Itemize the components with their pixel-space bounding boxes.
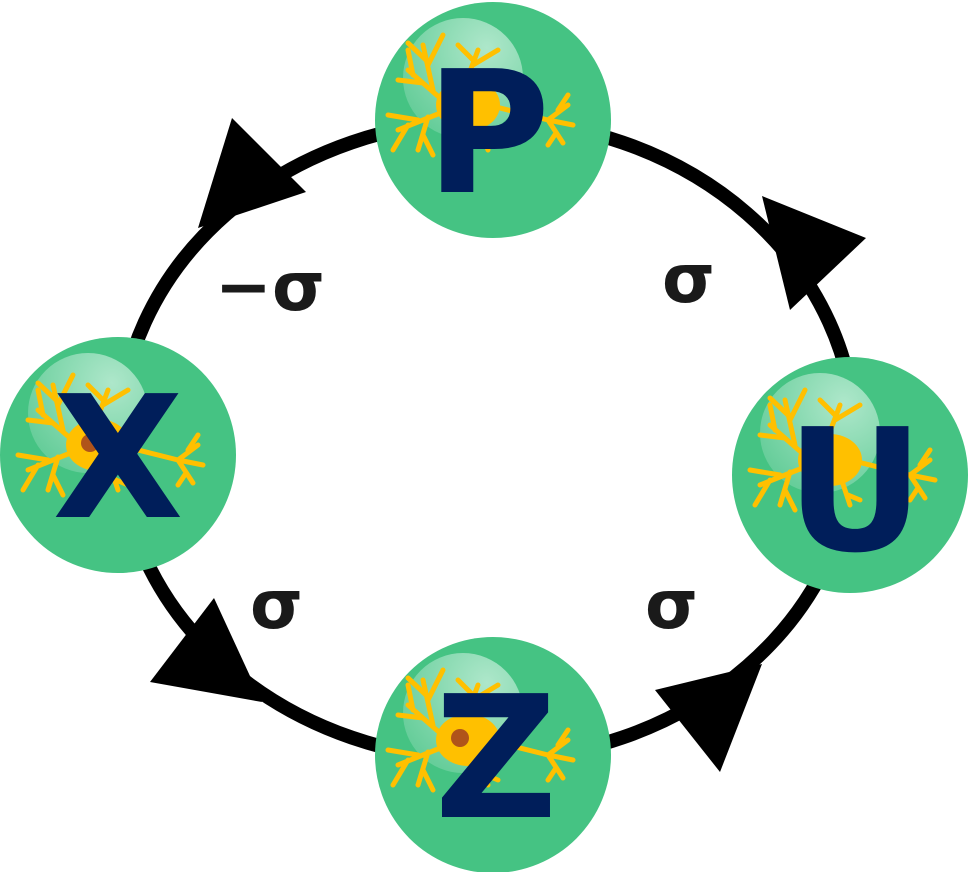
node-p: P [375,2,611,238]
edge-label-p-x: −σ [215,248,325,327]
arrowhead-u-to-p [762,196,866,310]
edge-label-u-p: σ [662,240,715,319]
arrowhead-x-to-z [150,598,262,702]
edge-label-z-u: σ [645,566,698,645]
svg-text:U: U [786,393,924,591]
svg-text:P: P [426,35,551,233]
arrowhead-z-to-u [655,664,762,772]
svg-text:Z: Z [434,660,557,858]
node-x: X [0,337,236,573]
node-z: Z [375,637,611,872]
arrowhead-p-to-x [198,118,306,228]
edge-label-x-z: σ [250,566,303,645]
svg-text:X: X [52,360,183,558]
node-u: U [732,357,968,593]
